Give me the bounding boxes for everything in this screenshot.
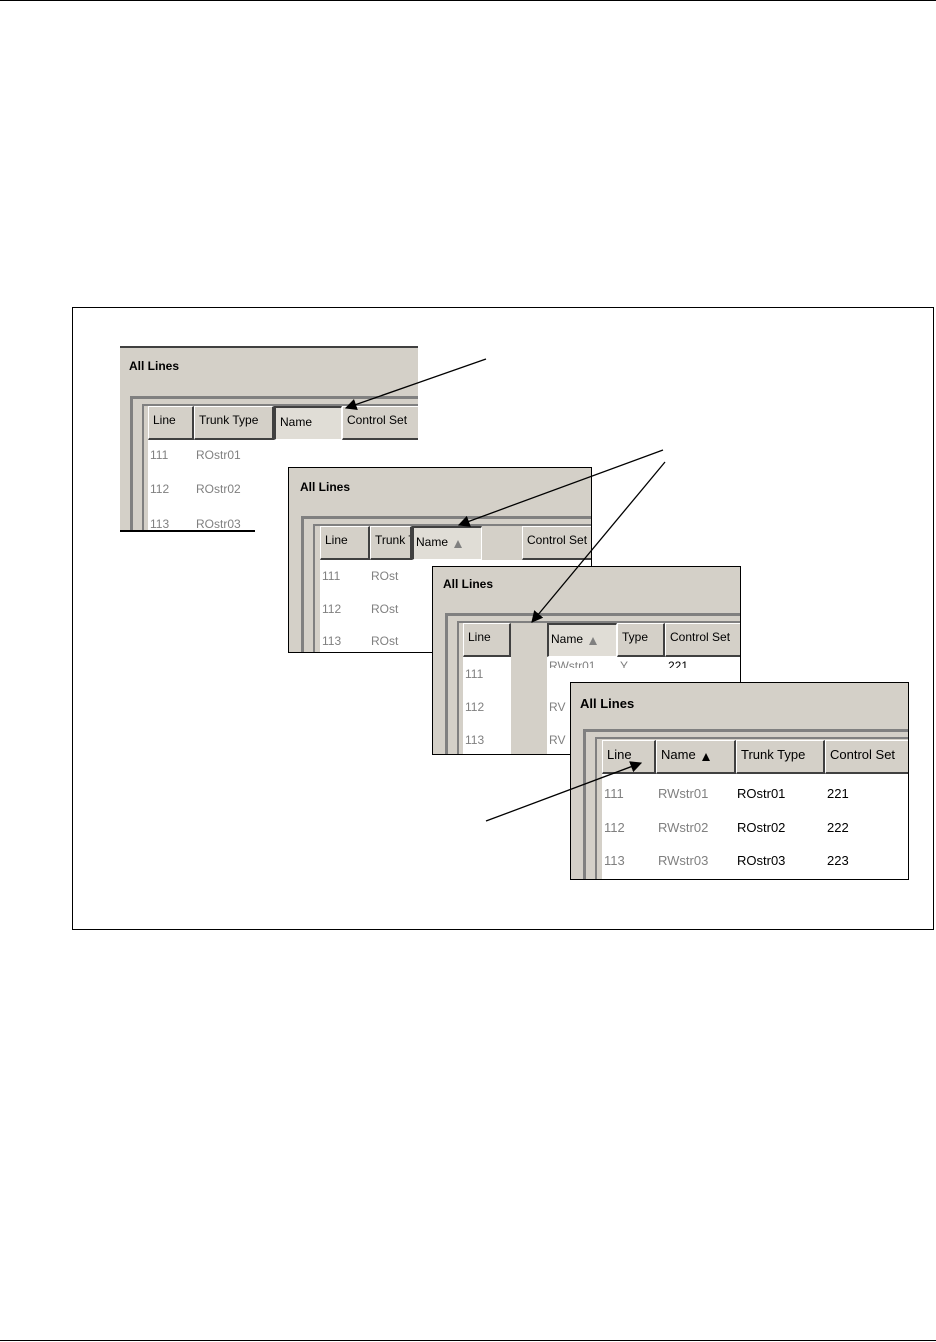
screenshot-4: All Lines Line Name Trunk Type Control S… xyxy=(570,682,909,880)
arrow-icon xyxy=(344,358,487,411)
cell-line: 112 xyxy=(604,820,625,835)
cell-type: Y xyxy=(620,659,629,668)
column-header-name[interactable]: Name xyxy=(656,740,736,774)
cell-line: 112 xyxy=(322,602,342,616)
cell-control-set: 221 xyxy=(827,786,849,801)
column-header-trunk-type[interactable]: Trunk Type xyxy=(736,740,825,774)
column-header-placeholder xyxy=(482,526,522,560)
group-frame xyxy=(445,613,740,754)
column-header-line[interactable]: Line xyxy=(320,526,370,560)
column-header-name-label: Name xyxy=(416,535,449,549)
cell-control-set: 223 xyxy=(827,853,849,868)
group-frame xyxy=(301,516,591,652)
column-header-name[interactable]: Name xyxy=(547,623,617,657)
cell-name: RWstr03 xyxy=(658,853,709,868)
group-frame xyxy=(130,396,418,532)
column-header-line[interactable]: Line xyxy=(148,406,194,440)
cell-line: 113 xyxy=(604,853,625,868)
cell-line: 111 xyxy=(465,667,484,681)
arrow-icon xyxy=(531,461,666,623)
column-header-control-set[interactable]: Control Set xyxy=(342,406,418,440)
bottom-rule xyxy=(0,1340,936,1341)
column-header-trunk-type[interactable]: Trunk Type xyxy=(194,406,274,440)
cell-line: 111 xyxy=(150,448,169,462)
cell-name: RV xyxy=(549,733,566,747)
top-rule xyxy=(0,0,936,1)
cell-trunk-type: ROst xyxy=(371,602,399,616)
callout-arrows xyxy=(344,358,666,822)
sort-ascending-icon xyxy=(454,540,463,548)
group-frame xyxy=(583,729,908,879)
cell-name: RWstr01 xyxy=(658,786,709,801)
arrow-icon xyxy=(457,449,664,527)
cell-name: RWstr02 xyxy=(658,820,709,835)
cell-name: RWstr01 xyxy=(549,659,596,668)
sort-ascending-icon xyxy=(701,753,710,761)
window-title: All Lines xyxy=(129,359,180,373)
column-header-line[interactable]: Line xyxy=(602,740,656,774)
column-header-control-set[interactable]: Control Set xyxy=(825,740,908,774)
cell-line: 113 xyxy=(465,733,485,747)
column-header-name-label: Name xyxy=(551,632,584,646)
cell-line: 112 xyxy=(465,700,485,714)
cell-trunk-type: ROstr01 xyxy=(737,786,786,801)
lines-table: Line Name Trunk Type Control Set 111 RWs… xyxy=(602,740,908,879)
cell-line: 111 xyxy=(604,786,624,801)
cell-line: 113 xyxy=(150,517,170,531)
column-header-line[interactable]: Line xyxy=(463,623,511,657)
figure-frame: All Lines Line Trunk Type Name Control S… xyxy=(72,307,934,930)
window-title: All Lines xyxy=(443,577,494,591)
cell-trunk-type: ROst xyxy=(371,569,399,583)
cell-trunk-type: ROstr01 xyxy=(196,448,241,462)
screenshot-1-edge xyxy=(120,530,255,532)
cell-control-set: 222 xyxy=(827,820,849,835)
cell-control-set: 221 xyxy=(668,659,689,668)
column-header-name[interactable]: Name xyxy=(274,406,342,440)
column-header-trunk-type[interactable]: Trunk T xyxy=(370,526,412,560)
cell-line: 111 xyxy=(322,569,341,583)
column-header-name[interactable]: Name xyxy=(412,526,482,560)
cell-name: RV xyxy=(549,700,566,714)
column-header-drag-gap xyxy=(511,623,547,754)
window-title: All Lines xyxy=(300,480,351,494)
column-header-control-set[interactable]: Control Set xyxy=(665,623,740,657)
arrow-icon xyxy=(485,761,643,822)
column-header-control-set[interactable]: Control Set xyxy=(522,526,591,560)
cell-trunk-type: ROstr02 xyxy=(737,820,786,835)
cell-trunk-type: ROst xyxy=(371,634,399,648)
cell-trunk-type: ROstr03 xyxy=(196,517,241,531)
column-header-name-label: Name xyxy=(661,747,696,762)
cell-trunk-type: ROstr03 xyxy=(737,853,786,868)
cell-trunk-type: ROstr02 xyxy=(196,482,241,496)
screenshot-1: All Lines Line Trunk Type Name Control S… xyxy=(120,346,418,532)
cell-line: 113 xyxy=(322,634,342,648)
cell-line: 112 xyxy=(150,482,170,496)
sort-ascending-icon xyxy=(589,637,598,645)
window-title: All Lines xyxy=(580,696,635,711)
column-header-type[interactable]: Type xyxy=(617,623,665,657)
